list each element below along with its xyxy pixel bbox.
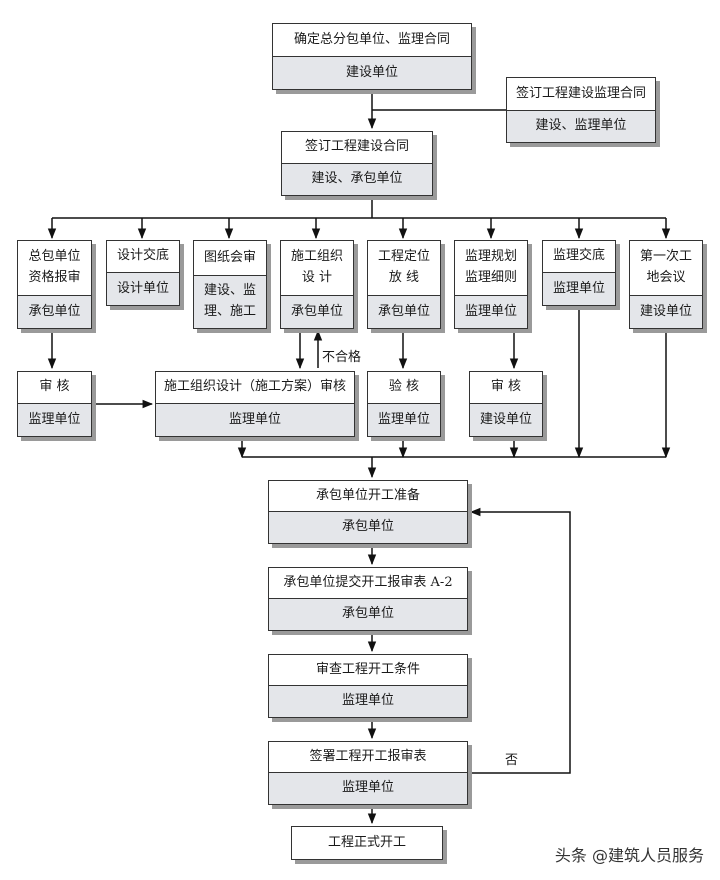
node-first-meeting: 第一次工 地会议 建设单位 [629, 240, 703, 329]
node-subtitle: 承包单位 [269, 598, 467, 630]
node-title: 监理交底 [552, 248, 605, 264]
node-subtitle: 监理单位 [269, 772, 467, 804]
node-check-conditions: 审查工程开工条件 监理单位 [268, 654, 468, 718]
node-design-review: 施工组织设计（施工方案）审核 监理单位 [155, 371, 355, 437]
node-title: 签订工程建设监理合同 [515, 85, 646, 101]
node-subtitle: 建设单位 [273, 56, 471, 89]
node-qualification: 总包单位 资格报审 承包单位 [17, 240, 92, 329]
node-start: 工程正式开工 [291, 826, 443, 860]
node-subtitle: 监理单位 [455, 295, 527, 328]
node-subtitle: 监理单位 [269, 685, 467, 717]
node-subtitle: 监理单位 [543, 272, 615, 305]
node-title: 承包单位提交开工报审表 A-2 [283, 574, 453, 590]
node-title: 设计交底 [116, 248, 169, 264]
node-drawing-review: 图纸会审 建设、监 理、施工 [193, 240, 267, 329]
node-title: 总包单位 资格报审 [28, 249, 81, 285]
node-subtitle: 承包单位 [18, 295, 91, 328]
node-subtitle: 建设、承包单位 [282, 163, 432, 195]
node-supervision-plan: 监理规划 监理细则 监理单位 [454, 240, 528, 329]
node-check: 验 核 监理单位 [367, 371, 441, 437]
node-subtitle: 建设单位 [470, 403, 542, 436]
node-review-1: 审 核 监理单位 [17, 371, 92, 437]
node-subtitle: 承包单位 [281, 295, 353, 328]
node-subtitle: 监理单位 [156, 403, 354, 436]
node-title: 监理规划 监理细则 [464, 249, 517, 285]
node-title: 承包单位开工准备 [315, 487, 420, 503]
node-construction-design: 施工组织 设 计 承包单位 [280, 240, 354, 329]
node-title: 审 核 [39, 379, 70, 395]
node-submit-a2: 承包单位提交开工报审表 A-2 承包单位 [268, 567, 468, 631]
node-confirm-contractor: 确定总分包单位、监理合同 建设单位 [272, 23, 472, 90]
node-subtitle: 建设、监理单位 [507, 110, 655, 142]
node-title: 图纸会审 [203, 249, 256, 265]
node-sign-report: 签署工程开工报审表 监理单位 [268, 741, 468, 805]
node-title: 工程正式开工 [327, 834, 406, 850]
node-title: 第一次工 地会议 [639, 249, 692, 285]
node-subtitle: 建设单位 [630, 295, 702, 328]
node-sign-construction: 签订工程建设合同 建设、承包单位 [281, 131, 433, 196]
node-title: 审 核 [490, 379, 522, 395]
node-title: 签署工程开工报审表 [309, 748, 427, 764]
node-title: 工程定位 放 线 [377, 249, 430, 285]
node-subtitle: 承包单位 [269, 511, 467, 543]
node-review-2: 审 核 建设单位 [469, 371, 543, 437]
node-title: 施工组织设计（施工方案）审核 [163, 379, 346, 395]
node-subtitle: 承包单位 [368, 295, 440, 328]
node-title: 验 核 [388, 379, 420, 395]
arrow-no-loop [468, 507, 571, 774]
node-subtitle: 监理单位 [18, 403, 91, 436]
node-positioning: 工程定位 放 线 承包单位 [367, 240, 441, 329]
node-title: 确定总分包单位、监理合同 [293, 31, 450, 47]
node-title: 审查工程开工条件 [315, 661, 420, 677]
watermark: 头条 @建筑人员服务 [554, 846, 704, 865]
label-no: 否 [505, 753, 519, 768]
node-subtitle: 监理单位 [368, 403, 440, 436]
node-title: 施工组织 设 计 [290, 249, 343, 285]
node-subtitle: 设计单位 [107, 272, 179, 305]
node-subtitle: 建设、监 理、施工 [194, 275, 266, 328]
label-fail: 不合格 [322, 350, 362, 365]
node-supervision-disclosure: 监理交底 监理单位 [542, 240, 616, 306]
node-prep: 承包单位开工准备 承包单位 [268, 480, 468, 544]
node-design-disclosure: 设计交底 设计单位 [106, 240, 180, 306]
node-title: 签订工程建设合同 [304, 139, 409, 155]
node-sign-supervision: 签订工程建设监理合同 建设、监理单位 [506, 77, 656, 143]
